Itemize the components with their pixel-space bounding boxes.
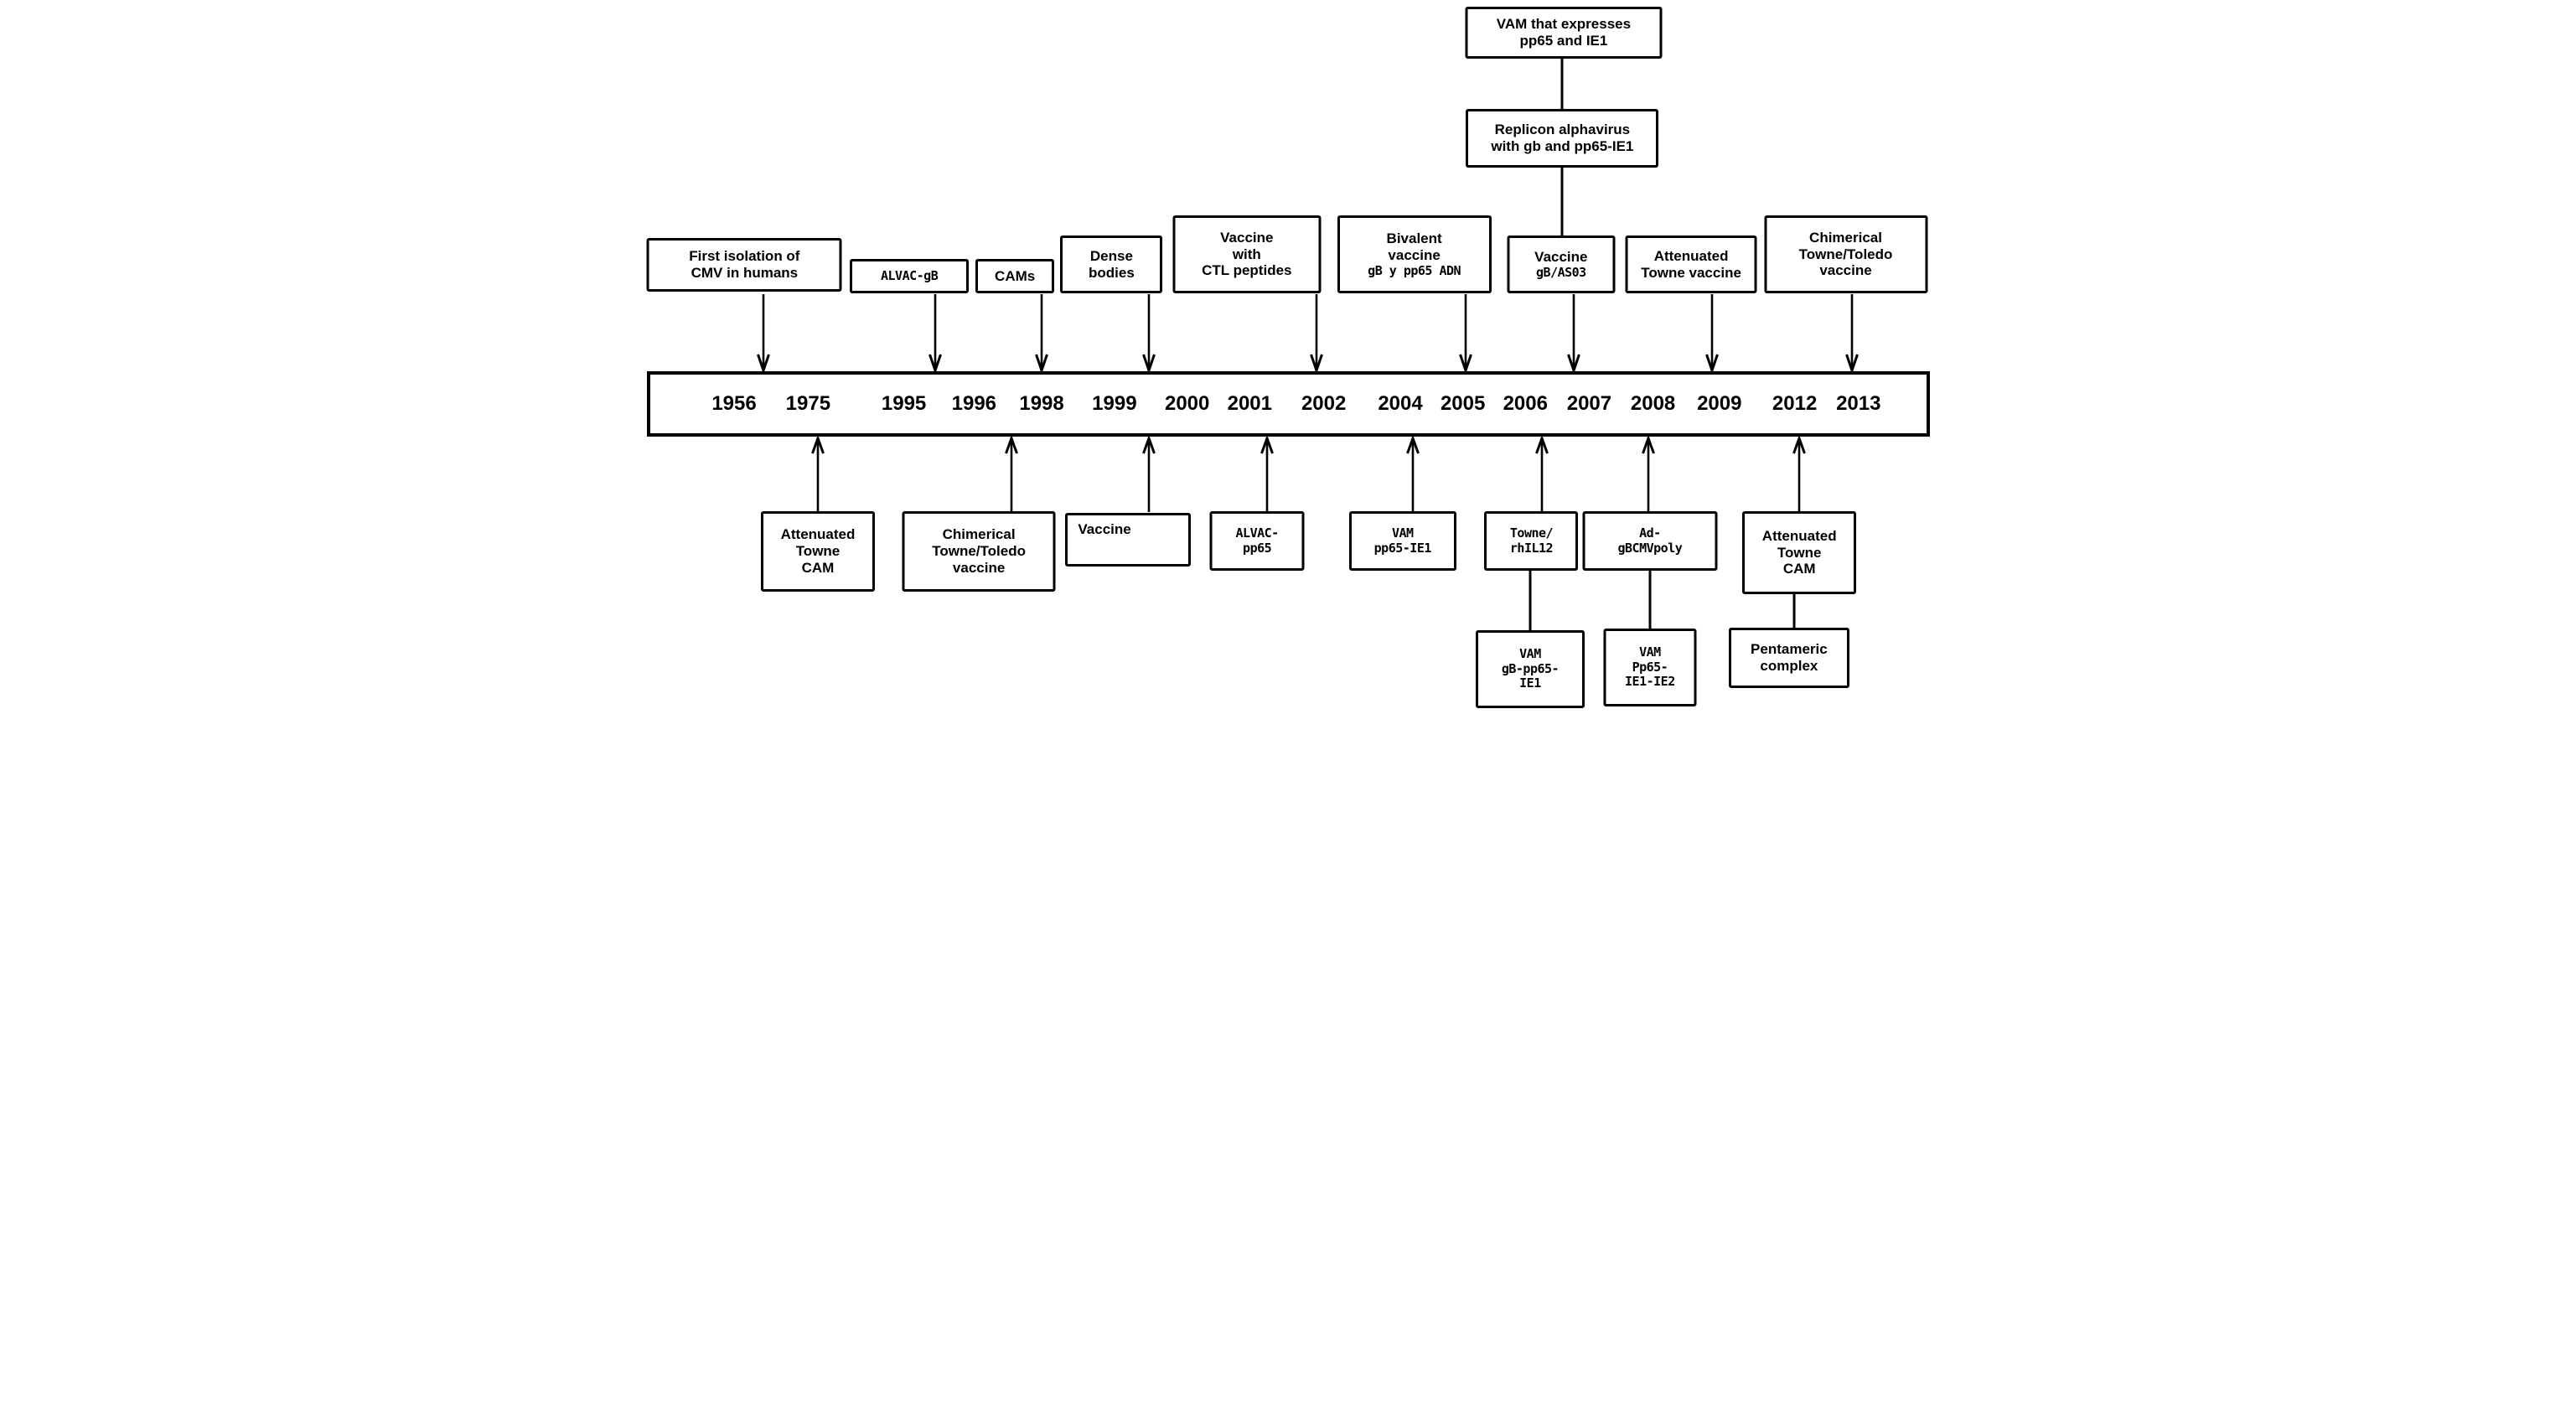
box-vam-expresses-pp65-ie1: VAM that expresses pp65 and IE1 xyxy=(1465,7,1663,59)
box-chimerical-towne-toledo-top: Chimerical Towne/Toledo vaccine xyxy=(1764,215,1928,293)
box-bivalent-vaccine: Bivalent vaccine gB y pp65 ADN xyxy=(1337,215,1492,293)
arrow-down-vaccine-ctl xyxy=(1309,294,1324,372)
arrow-up-towne-rhil12 xyxy=(1534,437,1549,512)
year-2002: 2002 xyxy=(1301,392,1347,415)
connector-cam-to-pentameric xyxy=(1792,594,1796,628)
box-vaccine-ctl-peptides: Vaccine with CTL peptides xyxy=(1172,215,1322,293)
year-2009: 2009 xyxy=(1697,392,1742,415)
box-attenuated-towne-cam-right: Attenuated Towne CAM xyxy=(1742,511,1857,594)
year-2000: 2000 xyxy=(1164,392,1210,415)
box-vaccine-gb-as03: Vaccine gB/AS03 xyxy=(1507,235,1616,293)
arrow-down-chimerical-top xyxy=(1844,294,1860,372)
box-vaccine-bottom: Vaccine xyxy=(1065,513,1192,567)
arrow-up-chimerical-bottom xyxy=(1004,437,1019,512)
year-1956: 1956 xyxy=(711,392,757,415)
year-2001: 2001 xyxy=(1227,392,1272,415)
arrow-up-attenuated-towne-cam-left xyxy=(810,437,825,512)
arrow-up-ad-gbcmvpoly xyxy=(1641,437,1656,512)
year-2008: 2008 xyxy=(1630,392,1676,415)
arrow-down-first-isolation xyxy=(756,294,771,372)
arrow-down-gb-as03 xyxy=(1566,294,1581,372)
box-dense-bodies: Dense bodies xyxy=(1060,235,1163,293)
year-1995: 1995 xyxy=(881,392,927,415)
year-2004: 2004 xyxy=(1378,392,1423,415)
box-ad-gbcmvpoly: Ad- gBCMVpoly xyxy=(1582,511,1718,571)
year-1996: 1996 xyxy=(951,392,997,415)
box-chimerical-towne-toledo-bottom: Chimerical Towne/Toledo vaccine xyxy=(902,511,1056,592)
arrow-down-alvac-gb xyxy=(928,294,943,372)
arrow-down-cams xyxy=(1034,294,1049,372)
box-pentameric-complex: Pentameric complex xyxy=(1728,628,1849,688)
box-attenuated-towne-vaccine: Attenuated Towne vaccine xyxy=(1625,235,1757,293)
year-1998: 1998 xyxy=(1019,392,1064,415)
arrow-up-attenuated-towne-cam-right xyxy=(1792,437,1807,512)
box-alvac-pp65: ALVAC- pp65 xyxy=(1209,511,1305,571)
arrow-down-attenuated-towne-vaccine xyxy=(1704,294,1720,372)
box-first-isolation-cmv: First isolation of CMV in humans xyxy=(646,238,842,292)
connector-towne-rhil12-to-vam xyxy=(1529,571,1532,630)
box-vam-gb-pp65-ie1: VAM gB-pp65- IE1 xyxy=(1475,630,1585,708)
timeline-bar: 1956 1975 1995 1996 1998 1999 2000 2001 … xyxy=(646,371,1930,437)
timeline-diagram: VAM that expresses pp65 and IE1 Replicon… xyxy=(644,0,1932,712)
box-towne-rhil12: Towne/ rhIL12 xyxy=(1484,511,1579,571)
arrow-up-vam-pp65-ie1 xyxy=(1405,437,1420,512)
box-cams: CAMs xyxy=(975,259,1055,293)
year-2007: 2007 xyxy=(1566,392,1612,415)
year-2012: 2012 xyxy=(1772,392,1818,415)
box-vam-pp65-ie1-ie2: VAM Pp65- IE1-IE2 xyxy=(1603,629,1697,706)
box-alvac-gb: ALVAC-gB xyxy=(850,259,970,293)
box-vam-pp65-ie1: VAM pp65-IE1 xyxy=(1348,511,1456,571)
box-vaccine-gb-as03-title: Vaccine xyxy=(1534,248,1588,265)
arrow-up-vaccine xyxy=(1141,437,1156,512)
arrow-up-alvac-pp65 xyxy=(1260,437,1275,512)
box-bivalent-vaccine-title: Bivalent vaccine xyxy=(1386,230,1442,263)
year-1999: 1999 xyxy=(1092,392,1137,415)
year-1975: 1975 xyxy=(785,392,831,415)
box-replicon-alphavirus: Replicon alphavirus with gb and pp65-IE1 xyxy=(1466,109,1659,168)
box-bivalent-vaccine-subtitle: gB y pp65 ADN xyxy=(1368,262,1461,278)
year-2005: 2005 xyxy=(1440,392,1486,415)
connector-ad-gbcmvpoly-to-vam xyxy=(1648,571,1652,629)
box-attenuated-towne-cam-left: Attenuated Towne CAM xyxy=(760,511,875,592)
arrow-down-bivalent xyxy=(1458,294,1473,372)
arrow-down-dense-bodies xyxy=(1141,294,1156,372)
connector-replicon-to-gbas03 xyxy=(1560,168,1564,235)
year-2013: 2013 xyxy=(1836,392,1881,415)
connector-vam-to-replicon xyxy=(1560,59,1564,109)
box-vaccine-gb-as03-subtitle: gB/AS03 xyxy=(1535,264,1586,280)
year-2006: 2006 xyxy=(1503,392,1548,415)
